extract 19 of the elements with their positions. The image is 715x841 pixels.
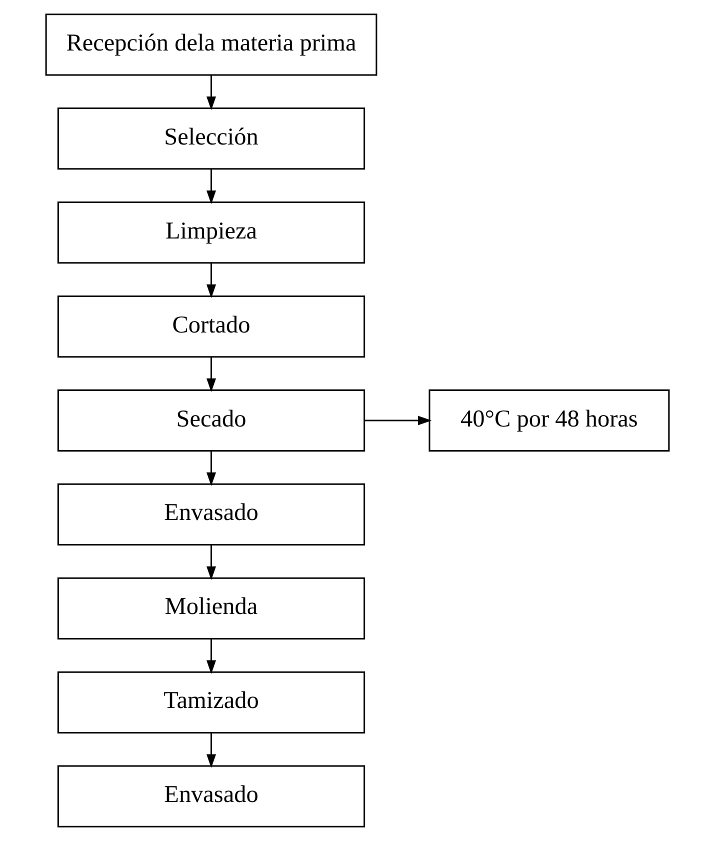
arrow [206,451,216,486]
node-box: Recepción dela materia prima [45,14,378,76]
node-box: Envasado [57,483,366,546]
arrow [206,733,216,768]
node-box: 40°C por 48 horas [428,389,670,452]
node-box: Secado [57,389,366,452]
arrow [206,357,216,392]
node-box: Envasado [57,765,366,828]
arrow [206,639,216,674]
arrow [206,75,216,110]
node-box: Selección [57,108,366,170]
arrow [206,169,216,204]
node-box: Molienda [57,577,366,640]
node-box: Tamizado [57,671,366,734]
arrow [364,416,432,426]
arrow [206,545,216,580]
arrow [206,263,216,298]
node-box: Cortado [57,295,366,358]
node-box: Limpieza [57,202,366,264]
